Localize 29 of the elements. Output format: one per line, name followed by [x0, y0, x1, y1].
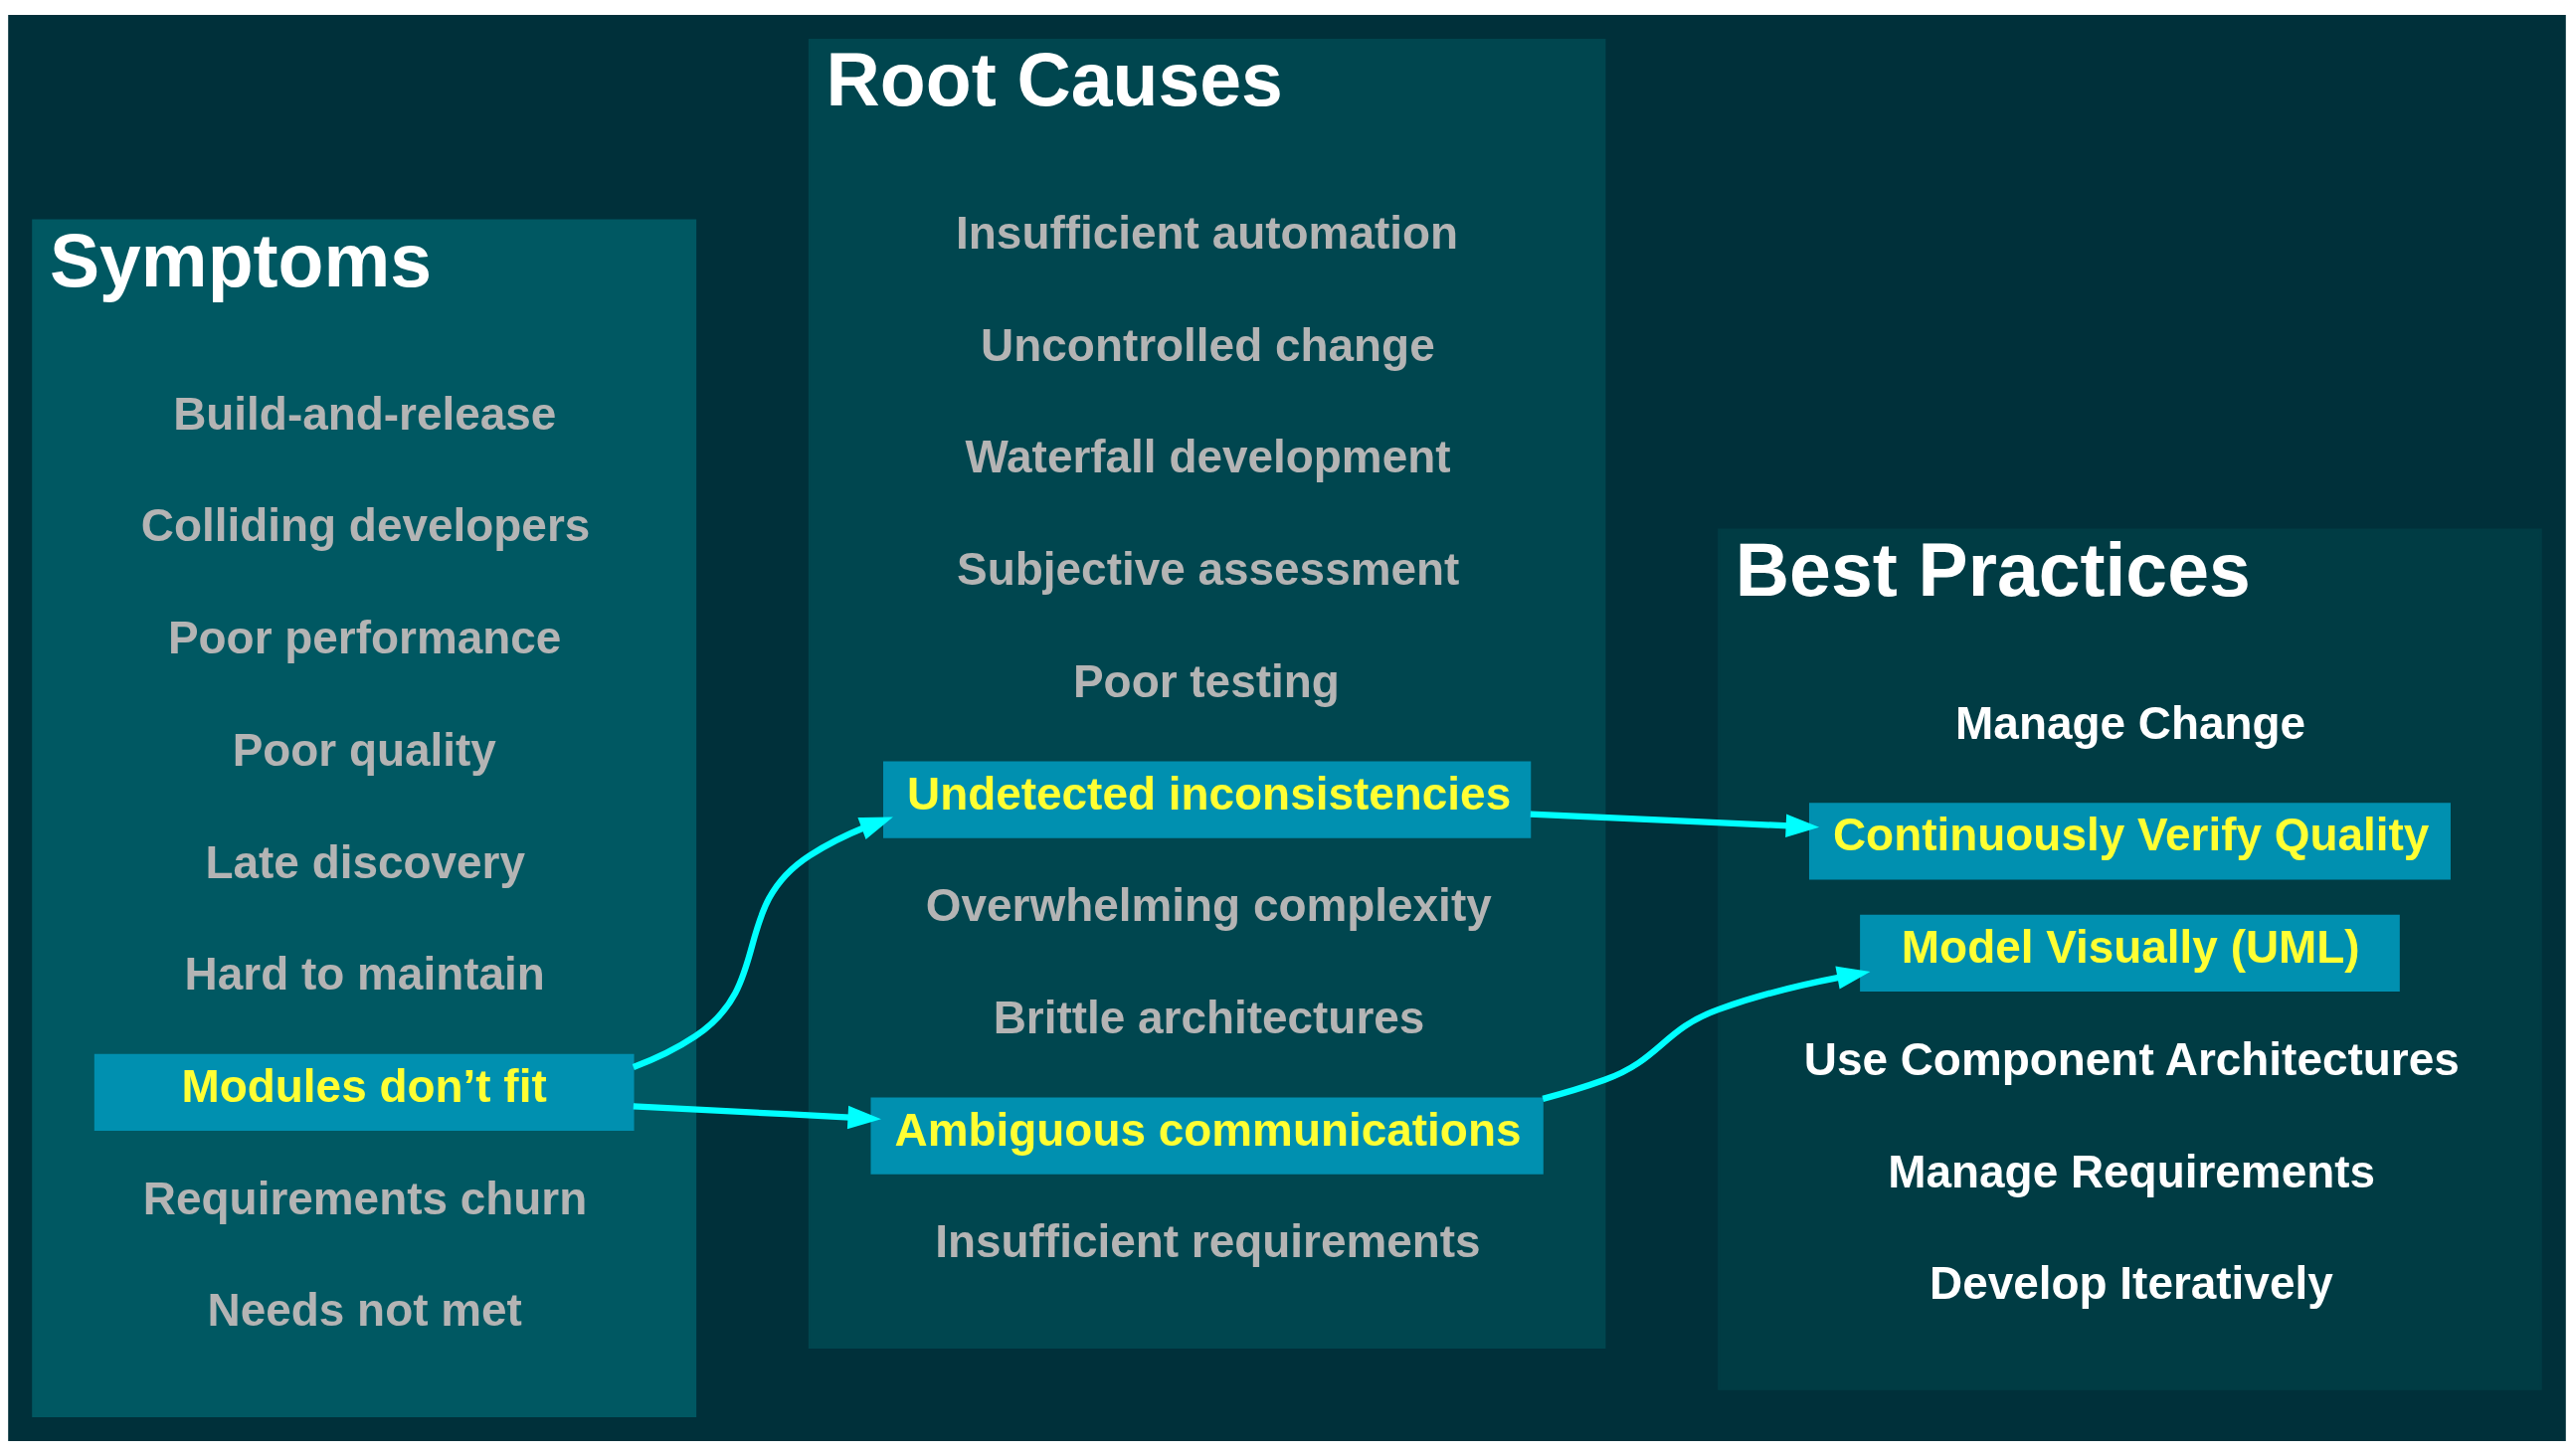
- node-text: Subjective assessment: [957, 543, 1460, 596]
- arrow: [632, 817, 893, 1070]
- node-box: Ambiguous communications: [870, 1097, 1544, 1175]
- arrow: [1530, 811, 1820, 837]
- node-text: Overwhelming complexity: [925, 879, 1492, 932]
- node-text: Needs not met: [207, 1284, 522, 1337]
- arrow: [1542, 966, 1871, 1102]
- node-text: Brittle architectures: [993, 992, 1425, 1044]
- node-text: Poor testing: [1073, 654, 1340, 707]
- node-text: Uncontrolled change: [981, 318, 1435, 371]
- node-text: Poor performance: [167, 612, 562, 664]
- node-text: Insufficient requirements: [935, 1215, 1481, 1268]
- node-text: Poor quality: [232, 723, 496, 776]
- node-text: Waterfall development: [965, 431, 1451, 483]
- node-text: Manage Requirements: [1888, 1145, 2376, 1197]
- node-text: Build-and-release: [173, 387, 557, 440]
- arrow: [633, 1103, 881, 1130]
- node-text: Develop Iteratively: [1930, 1257, 2333, 1310]
- node-text: Use Component Architectures: [1803, 1032, 2460, 1085]
- node-box: Model Visually (UML): [1860, 914, 2400, 993]
- node-text: Late discovery: [205, 835, 526, 888]
- node-text: Manage Change: [1955, 696, 2306, 749]
- node-box: Continuously Verify Quality: [1808, 803, 2451, 880]
- node-text: Colliding developers: [140, 499, 591, 552]
- node-box: Modules don’t fit: [93, 1053, 635, 1131]
- node-text: Hard to maintain: [184, 948, 545, 1001]
- node-box: Undetected inconsistencies: [883, 761, 1532, 838]
- node-text: Insufficient automation: [956, 207, 1459, 260]
- node-text: Requirements churn: [142, 1172, 588, 1224]
